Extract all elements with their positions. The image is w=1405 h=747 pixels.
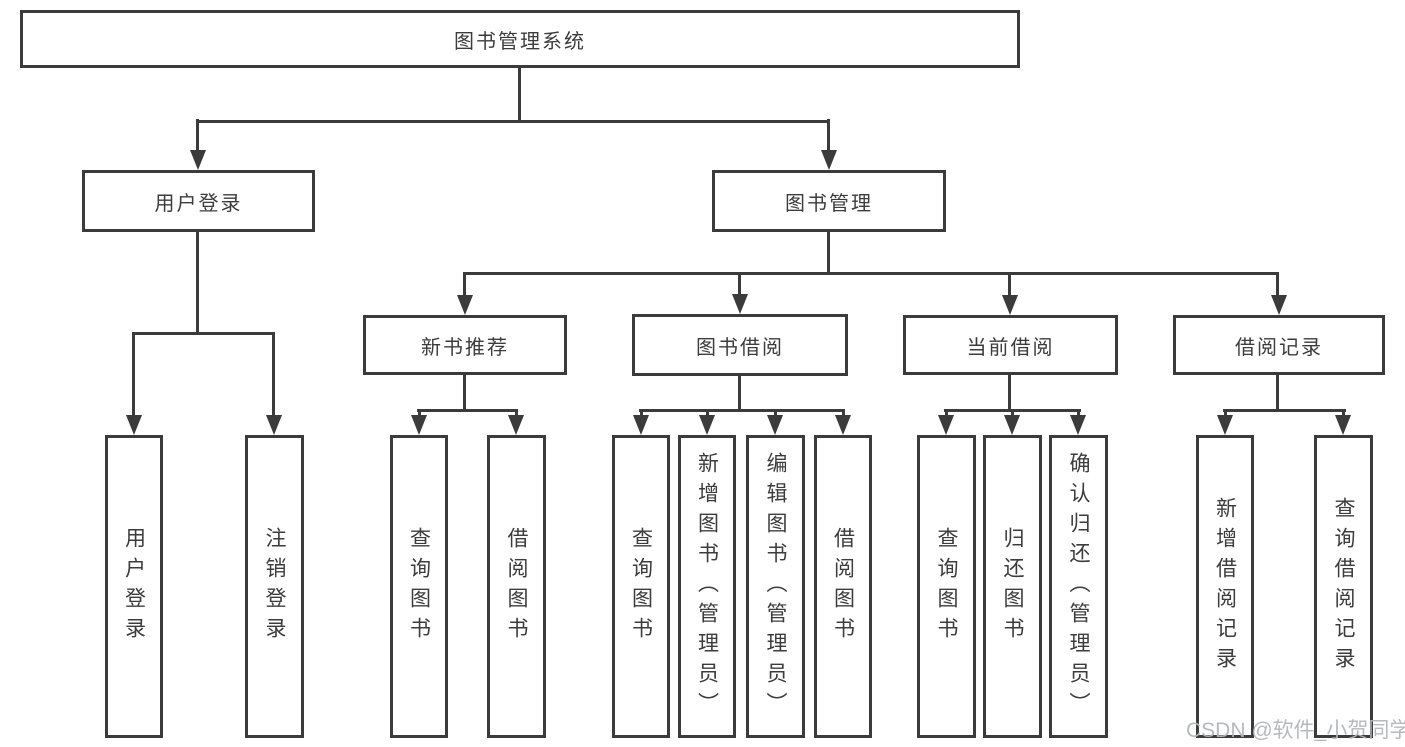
leaf-add-borrow-record: 新增借阅记录 (1196, 435, 1254, 738)
node-label: 查询图书 (629, 526, 653, 647)
arrow-down-icon (732, 294, 748, 314)
arrow-down-icon (266, 415, 282, 435)
arrow-down-icon (767, 415, 783, 435)
node-new-book-recommend: 新书推荐 (363, 315, 567, 375)
connector-line (1008, 373, 1011, 411)
connector-line (463, 272, 466, 299)
arrow-down-icon (1335, 415, 1351, 435)
node-label: 用户登录 (154, 192, 243, 215)
connector-line (1276, 373, 1279, 411)
connector-line (842, 409, 845, 419)
leaf-query-books-borrow: 查询图书 (612, 435, 670, 738)
node-borrow-records: 借阅记录 (1173, 315, 1385, 375)
connector-line (1077, 409, 1080, 419)
node-label: 图书借阅 (696, 336, 784, 359)
connector-line (640, 409, 643, 419)
arrow-down-icon (1217, 415, 1233, 435)
leaf-query-books-current: 查询图书 (917, 435, 976, 738)
connector-line (196, 119, 199, 153)
arrow-down-icon (821, 150, 837, 170)
connector-line (417, 409, 518, 412)
leaf-query-books-recommend: 查询图书 (390, 435, 448, 738)
arrow-down-icon (938, 415, 954, 435)
arrow-down-icon (190, 150, 206, 170)
connector-line (1276, 272, 1279, 299)
node-book-management: 图书管理 (712, 170, 946, 232)
connector-line (1008, 272, 1011, 299)
node-label: 图书管理 (785, 192, 873, 215)
arrow-down-icon (126, 415, 142, 435)
node-label: 归还图书 (1001, 526, 1024, 647)
connector-line (272, 332, 275, 418)
connector-line (639, 409, 845, 412)
node-label: 编辑图书（管理员） (764, 451, 787, 722)
leaf-logout: 注销登录 (245, 435, 304, 738)
node-root-library-system: 图书管理系统 (20, 10, 1020, 68)
arrow-down-icon (699, 415, 715, 435)
connector-line (463, 373, 466, 411)
leaf-edit-book-admin: 编辑图书（管理员） (746, 435, 805, 738)
node-label: 查询图书 (935, 526, 958, 647)
node-current-borrow: 当前借阅 (903, 315, 1118, 375)
connector-line (774, 409, 777, 419)
connector-line (706, 409, 709, 419)
connector-line (132, 332, 275, 335)
arrow-down-icon (508, 415, 524, 435)
connector-line (463, 272, 1279, 275)
arrow-down-icon (835, 415, 851, 435)
node-book-borrow: 图书借阅 (632, 314, 848, 376)
connector-line (515, 409, 518, 419)
connector-line (827, 119, 830, 153)
node-label: 借阅图书 (505, 526, 528, 647)
connector-line (827, 230, 830, 275)
node-label: 借阅记录 (1235, 336, 1323, 359)
leaf-borrow-books-recommend: 借阅图书 (487, 435, 546, 738)
connector-line (1224, 409, 1227, 419)
connector-line (518, 67, 521, 123)
leaf-confirm-return-admin: 确认归还（管理员） (1049, 435, 1108, 738)
arrow-down-icon (1070, 415, 1086, 435)
connector-line (738, 272, 741, 299)
node-label: 新增借阅记录 (1213, 496, 1237, 677)
connector-line (132, 332, 135, 418)
node-label: 当前借阅 (966, 336, 1055, 359)
leaf-return-book: 归还图书 (983, 435, 1042, 738)
leaf-query-borrow-record: 查询借阅记录 (1314, 435, 1373, 738)
node-label: 用户登录 (122, 526, 146, 647)
node-label: 新书推荐 (421, 336, 509, 359)
node-label: 查询借阅记录 (1332, 496, 1355, 677)
connector-line (418, 409, 421, 419)
connector-line (196, 120, 830, 123)
arrow-down-icon (1002, 295, 1018, 315)
connector-line (1011, 409, 1014, 419)
arrow-down-icon (633, 415, 649, 435)
connector-line (196, 230, 199, 335)
node-label: 确认归还（管理员） (1067, 451, 1090, 722)
node-user-login: 用户登录 (82, 170, 315, 232)
connector-line (1342, 409, 1345, 419)
node-label: 图书管理系统 (454, 30, 586, 53)
arrow-down-icon (1271, 295, 1287, 315)
node-label: 查询图书 (407, 526, 431, 647)
node-label: 注销登录 (263, 526, 286, 647)
arrow-down-icon (457, 295, 473, 315)
csdn-watermark: CSDN @软件_小贺同学 (1186, 719, 1405, 742)
leaf-add-book-admin: 新增图书（管理员） (678, 435, 736, 738)
connector-line (738, 374, 741, 411)
node-label: 新增图书（管理员） (695, 451, 719, 722)
node-label: 借阅图书 (831, 526, 855, 647)
leaf-user-login: 用户登录 (105, 435, 163, 738)
connector-line (945, 409, 948, 419)
connector-line (1223, 409, 1346, 412)
arrow-down-icon (411, 415, 427, 435)
arrow-down-icon (1004, 415, 1020, 435)
leaf-borrow-books: 借阅图书 (814, 435, 872, 738)
